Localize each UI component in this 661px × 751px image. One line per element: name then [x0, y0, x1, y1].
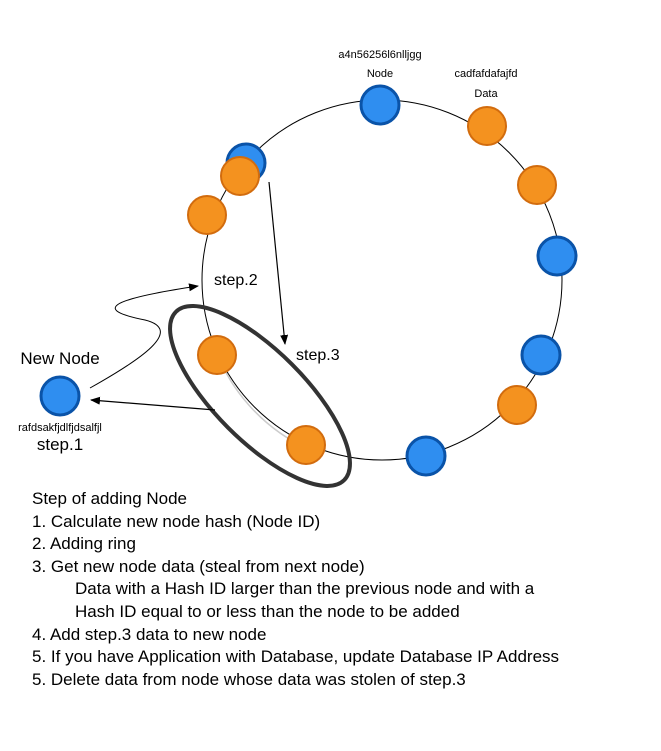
stolen-data-highlight — [168, 304, 352, 488]
step3-arrow — [268, 181, 289, 345]
steps-title: Step of adding Node — [32, 489, 188, 508]
ring-node — [359, 84, 401, 126]
step-5a-text: 5. If you have Application with Database… — [32, 647, 560, 667]
node-hash-label: a4n56256l6nlljgg — [338, 49, 421, 61]
ring-node — [536, 235, 578, 277]
consistent-hash-ring-diagram: a4n56256l6nlljgg Node cadfafdafajfd Data… — [18, 49, 578, 488]
step3-label: step.3 — [296, 347, 340, 364]
step2-arrow — [89, 283, 199, 389]
ring-data — [497, 385, 537, 425]
ring-node — [405, 435, 447, 477]
step1-arrow — [90, 396, 216, 411]
data-label: Data — [474, 88, 498, 100]
node-label: Node — [367, 68, 393, 80]
step2-label: step.2 — [214, 272, 258, 289]
ring-data — [467, 106, 507, 146]
ring-data — [187, 195, 227, 235]
stolen-data — [286, 425, 326, 465]
step1-label: step.1 — [37, 435, 83, 454]
ring-data — [220, 156, 260, 196]
step-1-text: 1. Calculate new node hash (Node ID) — [32, 511, 321, 531]
steps-description: Step of adding Node 1. Calculate new nod… — [32, 488, 592, 691]
step-3-text: 3. Get new node data (steal from next no… — [32, 556, 365, 576]
new-node-title: New Node — [20, 349, 99, 368]
step-4-text: 4. Add step.3 data to new node — [32, 624, 267, 644]
stolen-data — [197, 335, 237, 375]
new-node-hash-label: rafdsakfjdlfjdsalfjl — [18, 422, 102, 434]
ring-data — [517, 165, 557, 205]
new-node — [39, 375, 81, 417]
step-3-detail: Data with a Hash ID larger than the prev… — [75, 579, 535, 621]
step-5b-text: 5. Delete data from node whose data was … — [32, 669, 466, 689]
step-2-text: 2. Adding ring — [32, 534, 136, 554]
data-hash-label: cadfafdafajfd — [455, 68, 518, 80]
ring-node — [520, 334, 562, 376]
